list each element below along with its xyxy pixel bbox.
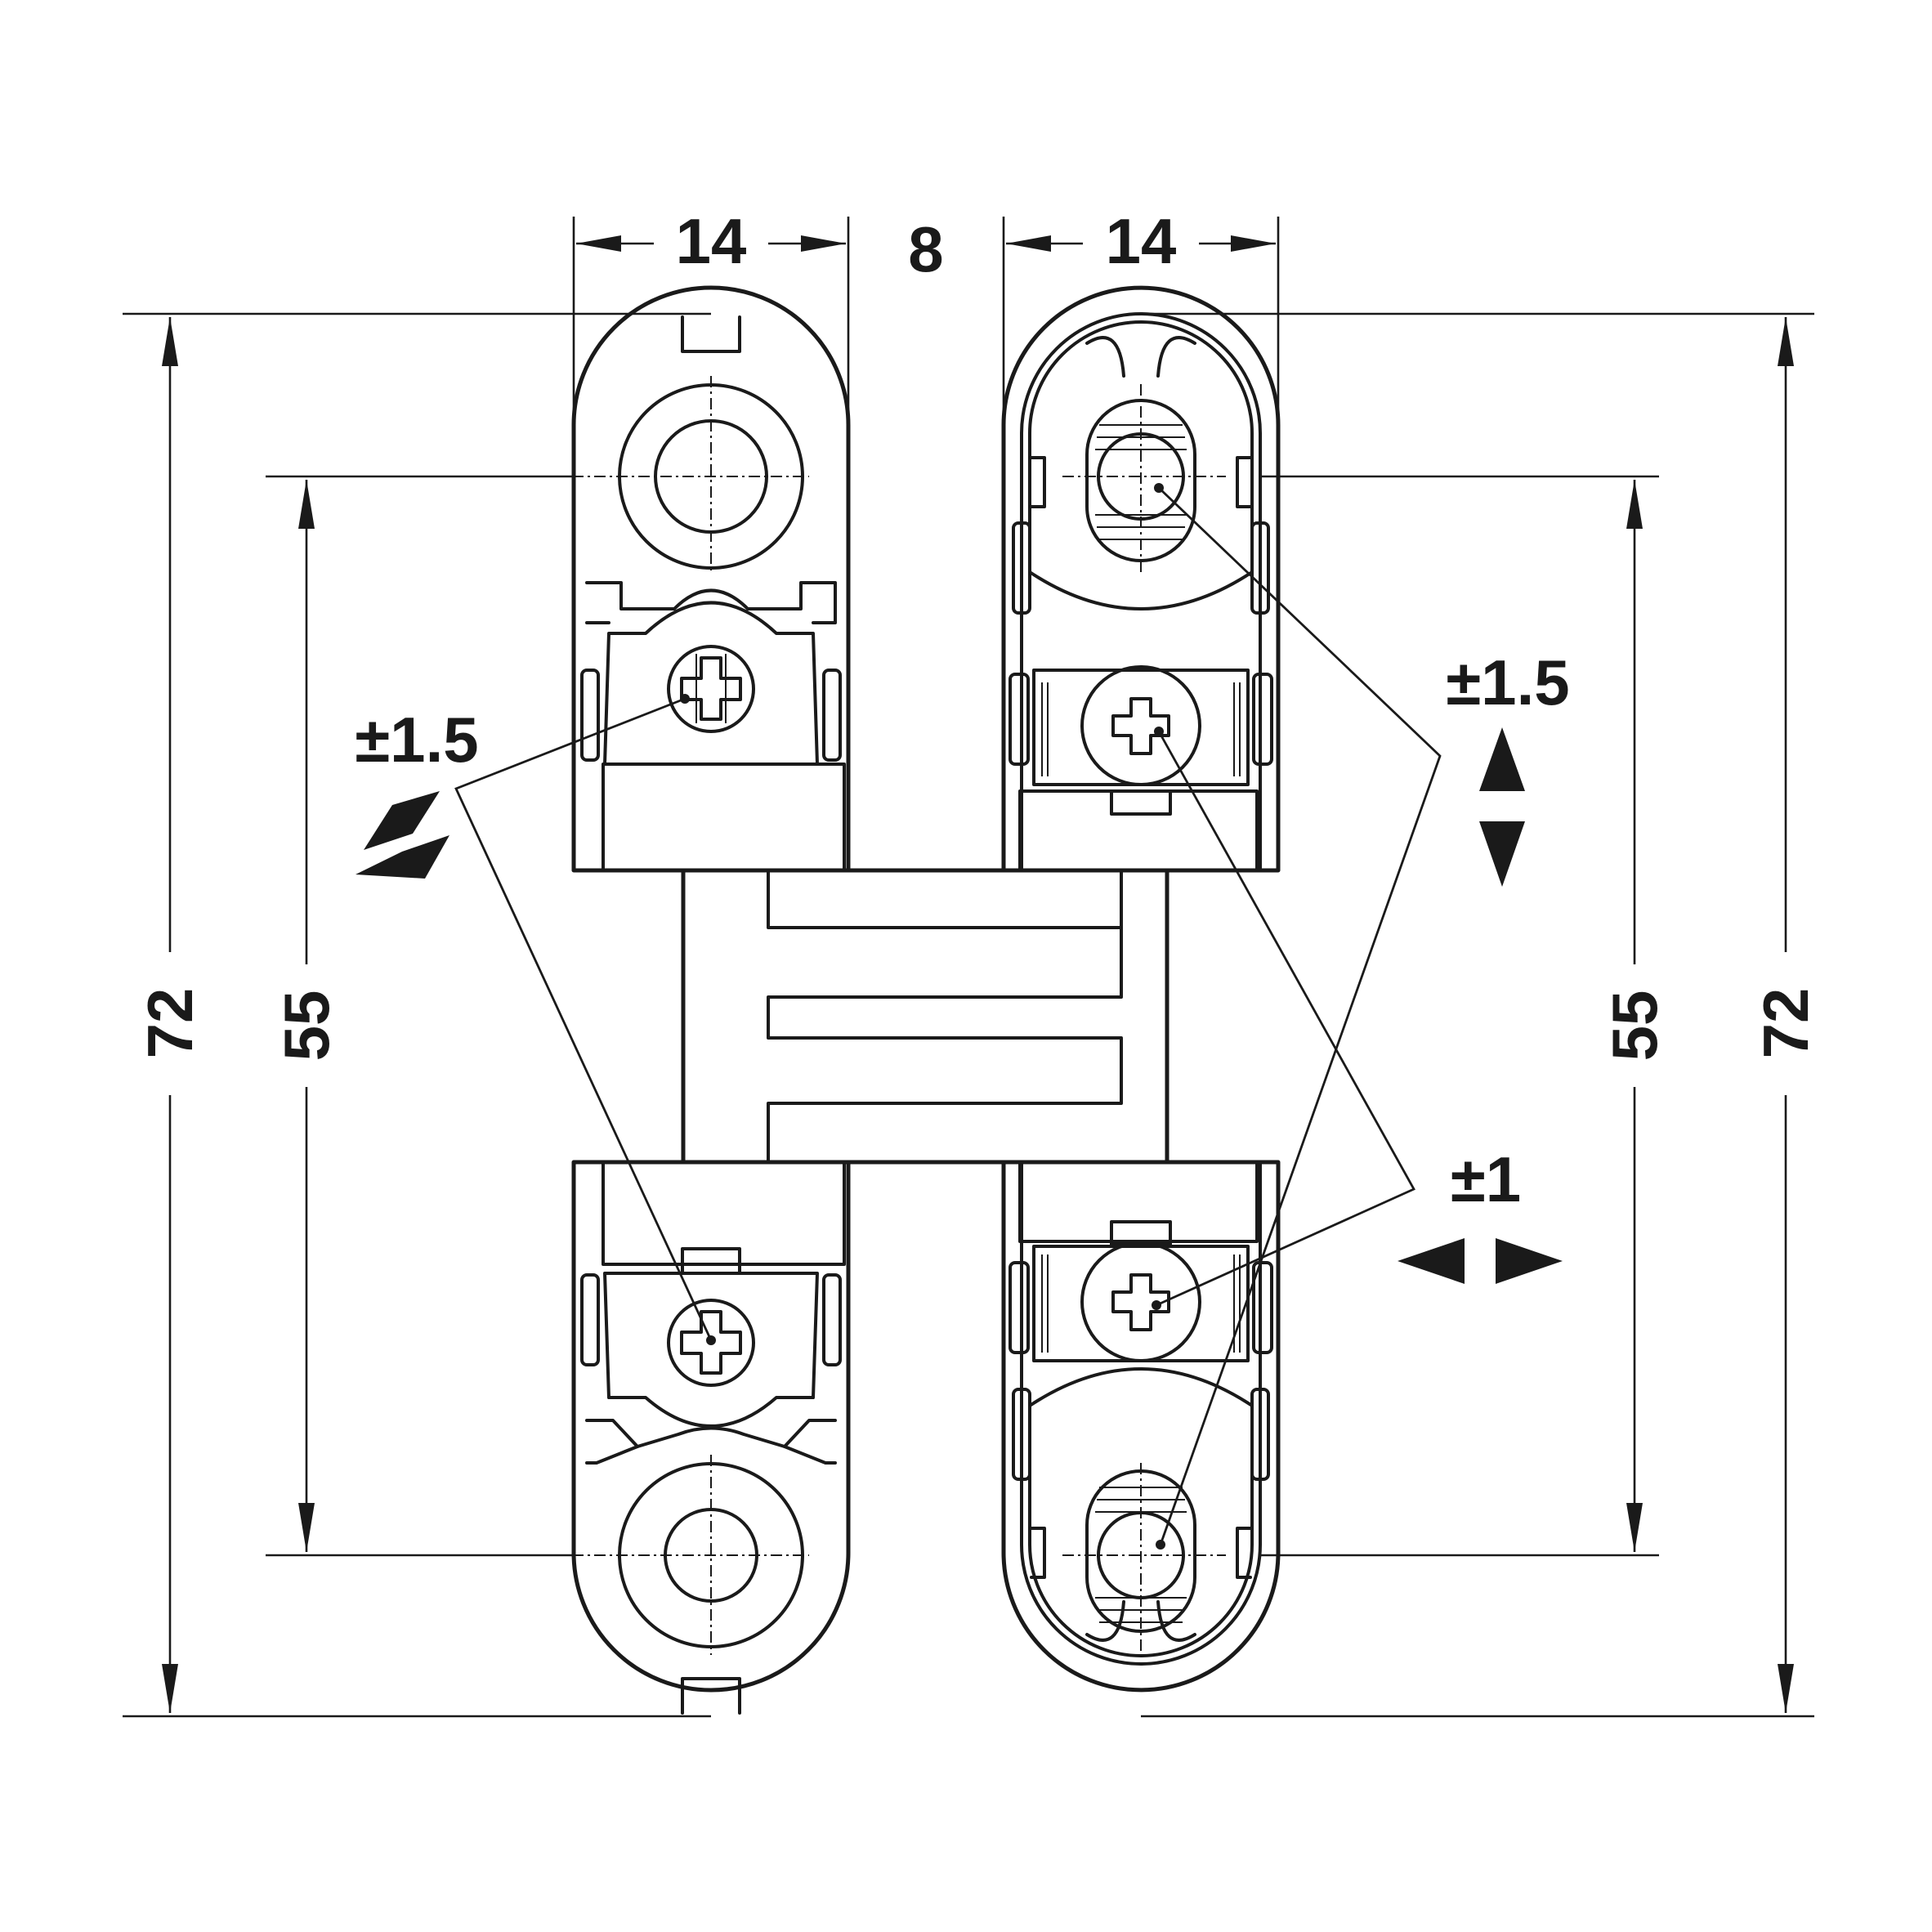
horizontal-double-arrow-icon: [1398, 1238, 1563, 1284]
vertical-double-arrow-icon: [1479, 727, 1525, 887]
depth-adjustment-label: ±1.5: [355, 704, 478, 776]
adjustment-leaders: [454, 483, 1442, 1550]
hinge-center-body: [681, 868, 1169, 1165]
dim-total-height-right: 72: [1750, 988, 1822, 1059]
side-adjustment-label: ±1: [1451, 1143, 1521, 1215]
dimension-lines: [123, 217, 1814, 1718]
dim-hole-spacing-right: 55: [1599, 991, 1670, 1062]
dim-hole-spacing-left: 55: [271, 991, 342, 1062]
left-hinge-leaf: [571, 285, 851, 1715]
height-adjustment-label: ±1.5: [1446, 646, 1569, 718]
dim-leaf-width-right: 14: [1106, 205, 1177, 277]
right-hinge-leaf: [1001, 285, 1281, 1693]
diagonal-double-arrow-icon: [356, 791, 449, 879]
dim-gap: 8: [908, 213, 943, 285]
dim-total-height-left: 72: [134, 988, 206, 1059]
dim-leaf-width-left: 14: [676, 205, 747, 277]
